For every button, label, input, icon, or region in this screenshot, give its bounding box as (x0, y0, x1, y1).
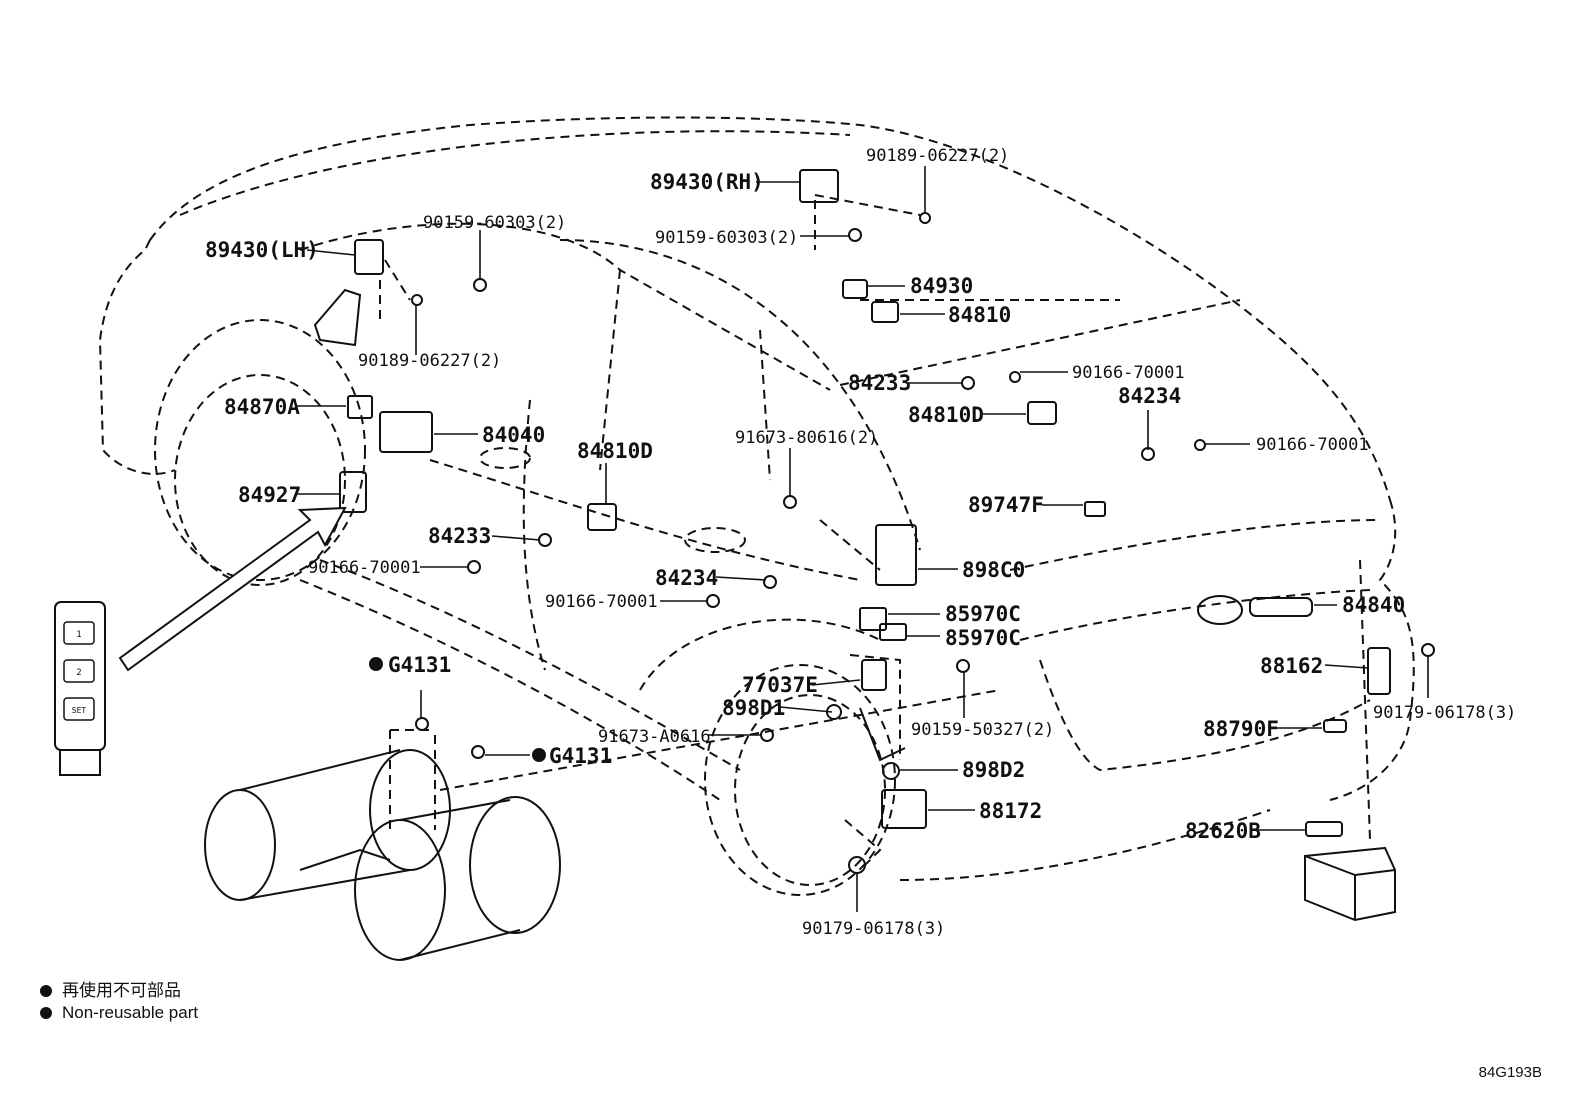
memory-button-set (63, 697, 95, 721)
component-shapes (204, 169, 1435, 961)
nonreusable-dot-icon (369, 657, 383, 671)
label-g4131-b: G4131 (549, 744, 612, 768)
pointer-arrow (118, 506, 347, 672)
label-90166-d: 90166-70001 (545, 592, 658, 612)
memory-button-1 (63, 621, 95, 645)
label-90159-a: 90159-60303(2) (423, 213, 566, 233)
label-90166-a: 90166-70001 (1072, 363, 1185, 383)
label-85970c-a: 85970C (945, 602, 1021, 626)
label-84234-b: 84234 (655, 566, 718, 590)
label-88162: 88162 (1260, 654, 1323, 678)
module-84927 (339, 471, 367, 513)
label-84040: 84040 (482, 423, 545, 447)
label-90179-b: 90179-06178(3) (802, 919, 945, 939)
module-84040 (379, 411, 433, 453)
label-84810: 84810 (948, 303, 1011, 327)
label-898c0: 898C0 (962, 558, 1025, 582)
label-90166-b: 90166-70001 (1256, 435, 1369, 455)
label-84840: 84840 (1342, 593, 1405, 617)
label-77037e: 77037E (742, 673, 818, 697)
legend-english-text: Non-reusable part (62, 1003, 199, 1022)
label-91673-b: 91673-A0616 (598, 727, 711, 747)
nonreusable-dot-icon (532, 748, 546, 762)
label-89430lh: 89430(LH) (205, 238, 319, 262)
label-85970c-b: 85970C (945, 626, 1021, 650)
switch-button-1-text: 1 (76, 630, 81, 640)
label-g4131-a: G4131 (388, 653, 451, 677)
switch-button-2-text: 2 (76, 668, 81, 678)
leader-lines (296, 166, 1429, 912)
nonreusable-dot-icon (40, 1007, 52, 1019)
battery-shape (1304, 846, 1396, 922)
module-84840 (1249, 597, 1313, 617)
label-90159-c: 90159-50327(2) (911, 720, 1054, 740)
switch-button-set-text: SET (72, 706, 87, 715)
label-91673-a: 91673-80616(2) (735, 428, 878, 448)
label-84927: 84927 (238, 483, 301, 507)
module-88162 (1367, 647, 1391, 695)
module-88172 (881, 789, 927, 829)
legend-row-english: Non-reusable part (40, 1003, 198, 1023)
label-84930: 84930 (910, 274, 973, 298)
memory-button-2 (63, 659, 95, 683)
label-82620b: 82620B (1185, 819, 1261, 843)
nonreusable-dot-icon (40, 985, 52, 997)
module-898c0 (875, 524, 917, 586)
label-90189-b: 90189-06227(2) (358, 351, 501, 371)
label-89747f: 89747F (968, 493, 1044, 517)
label-88172: 88172 (979, 799, 1042, 823)
label-90189-a: 90189-06227(2) (866, 146, 1009, 166)
legend-row-japanese: 再使用不可部品 (40, 976, 181, 1001)
module-89430lh (354, 239, 384, 275)
label-84810d-a: 84810D (908, 403, 984, 427)
label-90179-a: 90179-06178(3) (1373, 703, 1516, 723)
label-84810d-b: 84810D (577, 439, 653, 463)
diagram-code: 84G193B (1478, 1064, 1542, 1081)
label-89430rh: 89430(RH) (650, 170, 764, 194)
label-84233-a: 84233 (848, 371, 911, 395)
module-89430rh (799, 169, 839, 203)
label-898d2: 898D2 (962, 758, 1025, 782)
legend-japanese-text: 再使用不可部品 (62, 981, 181, 1000)
label-90166-c: 90166-70001 (308, 558, 421, 578)
mirror-shape (313, 288, 362, 347)
label-88790f: 88790F (1203, 717, 1279, 741)
label-898d1: 898D1 (722, 696, 785, 720)
label-84234-a: 84234 (1118, 384, 1181, 408)
label-90159-b: 90159-60303(2) (655, 228, 798, 248)
label-84870a: 84870A (224, 395, 300, 419)
seat-switch-inset: 1 2 SET (54, 506, 347, 776)
part-labels: 89430(RH) 89430(LH) 90189-06227(2) 90159… (205, 146, 1516, 939)
label-84233-b: 84233 (428, 524, 491, 548)
